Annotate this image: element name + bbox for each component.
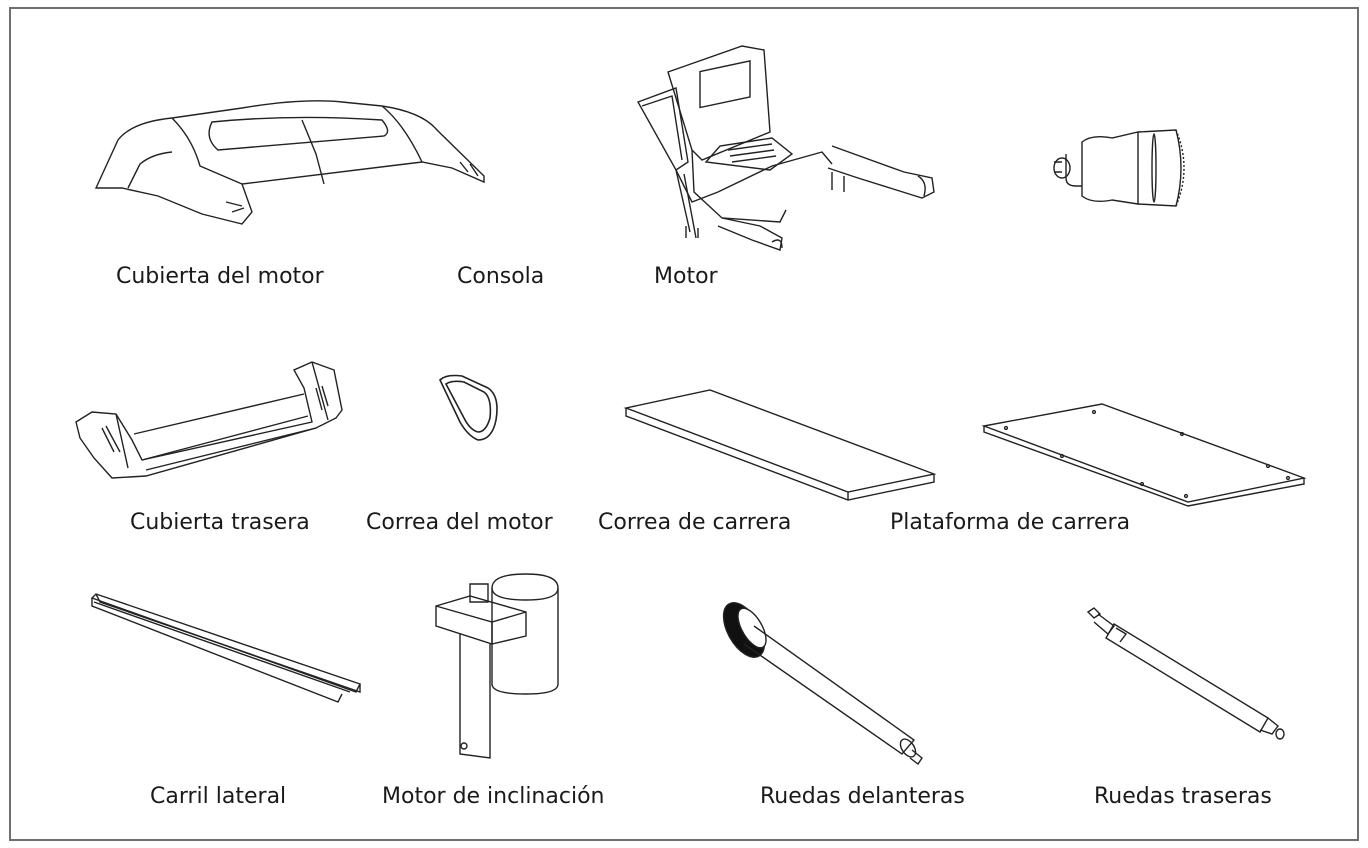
rear-roller-drawing (1086, 608, 1286, 746)
running-deck-drawing (982, 402, 1306, 506)
label-engine-cover: Cubierta del motor (116, 264, 324, 289)
front-roller-drawing (718, 598, 936, 768)
incline-motor-drawing (434, 572, 564, 762)
side-rail-drawing (90, 592, 362, 704)
label-console: Consola (457, 264, 545, 289)
label-rear-cover: Cubierta trasera (130, 510, 310, 535)
label-motor: Motor (654, 264, 718, 289)
label-running-deck: Plataforma de carrera (890, 510, 1131, 535)
running-belt-drawing (622, 388, 938, 500)
label-motor-belt: Correa del motor (366, 510, 553, 535)
rear-cover-drawing (72, 358, 346, 482)
console-drawing (632, 42, 937, 250)
motor-belt-drawing (434, 374, 502, 444)
label-front-roller: Ruedas delanteras (760, 784, 965, 809)
label-incline-motor: Motor de inclinación (382, 784, 605, 809)
motor-drawing (1046, 128, 1192, 210)
parts-diagram-frame (9, 7, 1359, 841)
label-running-belt: Correa de carrera (598, 510, 792, 535)
label-side-rail: Carril lateral (150, 784, 287, 809)
engine-cover-drawing (92, 92, 492, 232)
label-rear-roller: Ruedas traseras (1094, 784, 1272, 809)
